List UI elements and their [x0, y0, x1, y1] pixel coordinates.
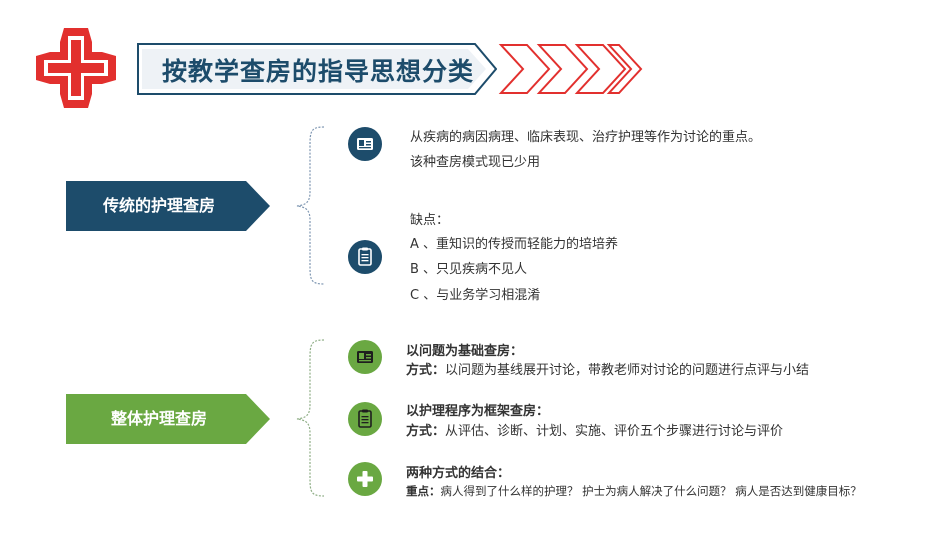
traditional-rounds-label: 传统的护理查房: [102, 196, 215, 215]
holistic-point2-heading: 以护理程序为框架查房：: [406, 404, 550, 419]
traditional-point1-line1: 从疾病的病因病理、临床表现、治疗护理等作为讨论的重点。: [410, 130, 762, 145]
id-card-icon: [348, 340, 382, 374]
traditional-drawback-b: B 、只见疾病不见人: [410, 262, 528, 277]
page-title: 按教学查房的指导思想分类: [162, 57, 475, 86]
clipboard-icon: [348, 240, 382, 274]
traditional-drawback-a: A 、重知识的传授而轻能力的培培养: [410, 237, 619, 252]
chevron-arrows-decoration: [498, 44, 643, 94]
holistic-rounds-banner: 整体护理查房: [66, 394, 270, 444]
holistic-rounds-label: 整体护理查房: [110, 409, 207, 428]
traditional-rounds-banner: 传统的护理查房: [66, 181, 270, 231]
holistic-point1-method: 方式：以问题为基线展开讨论，带教老师对讨论的问题进行点评与小结: [406, 363, 810, 378]
plus-icon: [348, 462, 382, 496]
traditional-brace: [296, 126, 325, 285]
holistic-point3-heading: 两种方式的结合：: [406, 466, 511, 481]
traditional-drawbacks-heading: 缺点：: [410, 213, 450, 228]
clipboard-icon: [348, 402, 382, 436]
id-card-icon: [348, 127, 382, 161]
holistic-brace: [296, 339, 325, 497]
holistic-point3-focus: 重点：病人得到了什么样的护理？ 护士为病人解决了什么问题？ 病人是否达到健康目标…: [406, 484, 862, 498]
traditional-point1-line2: 该种查房模式现已少用: [410, 155, 541, 170]
holistic-point2-method: 方式：从评估、诊断、计划、实施、评价五个步骤进行讨论与评价: [406, 424, 784, 439]
title-frame: [137, 43, 497, 95]
traditional-drawback-c: C 、与业务学习相混淆: [410, 288, 541, 303]
red-cross-logo: [36, 28, 116, 108]
holistic-point1-heading: 以问题为基础查房：: [406, 344, 524, 359]
